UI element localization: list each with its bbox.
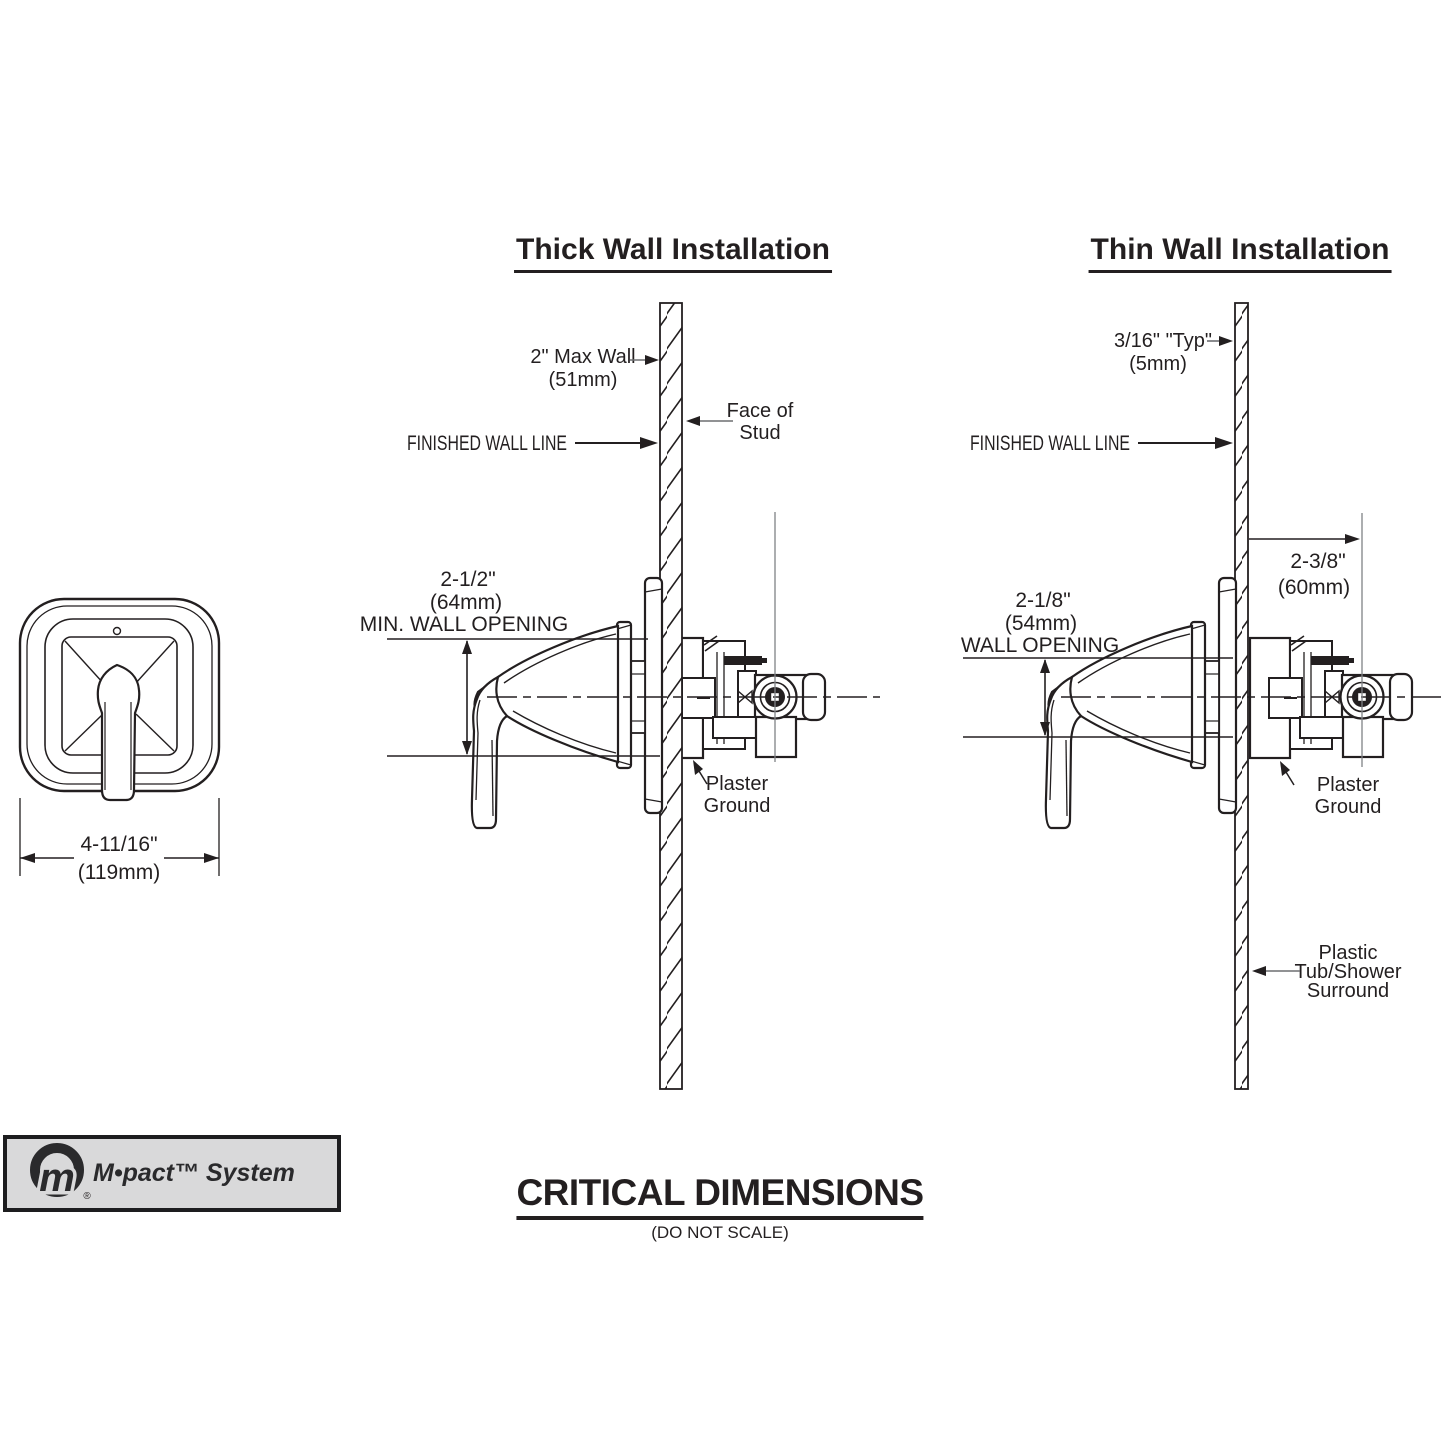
thin-wall-title: Thin Wall Installation	[1088, 233, 1392, 273]
front-dim-inches: 4-11/16"	[80, 833, 157, 856]
depth-dim-in: 2-3/8"	[1290, 550, 1345, 573]
max-wall-label-in: 2" Max Wall	[530, 346, 635, 368]
mpact-system-label: M•pact™ System	[93, 1159, 295, 1187]
moen-logo: m ®	[7, 1139, 93, 1208]
thick-wall-diagram: 2" Max Wall (51mm) Face of Stud FINISHED…	[360, 302, 880, 1090]
opening-dim-label: WALL OPENING	[961, 634, 1119, 657]
opening-dim-mm: (54mm)	[1005, 612, 1077, 635]
surround-arrow	[1252, 966, 1266, 976]
thin-wall-diagram: 3/16" "Typ" (5mm) FINISHED WALL LINE 2-3…	[961, 302, 1442, 1090]
opening-dim-in: 2-1/2"	[440, 568, 495, 591]
max-wall-label-mm: (51mm)	[549, 369, 618, 391]
finished-wall-line-arrow	[1215, 437, 1233, 449]
plaster-ground-label-1: Plaster	[706, 773, 769, 795]
surround-label-2: Tub/Shower	[1294, 961, 1401, 983]
indicator-dot	[112, 626, 122, 636]
front-view-trim	[18, 597, 221, 802]
face-of-stud-label-1: Face of	[727, 400, 794, 422]
facet-lines	[64, 640, 175, 752]
finished-wall-line-arrow	[640, 437, 658, 449]
surround-label-3: Surround	[1307, 980, 1389, 1002]
typ-label-mm: (5mm)	[1129, 353, 1187, 375]
thick-wall-title: Thick Wall Installation	[514, 233, 832, 273]
face-of-stud-arrow	[686, 416, 700, 426]
thick-wall-section	[659, 302, 683, 1090]
handle-front	[96, 663, 141, 802]
plaster-ground-arrow	[1280, 761, 1290, 776]
plaster-ground-label-2: Ground	[1315, 796, 1382, 818]
plaster-ground-label-2: Ground	[704, 795, 771, 817]
plaster-ground-label-1: Plaster	[1317, 774, 1380, 796]
opening-dim-mm: (64mm)	[430, 591, 502, 614]
front-dim-mm: (119mm)	[78, 861, 160, 884]
plaster-ground-arrow	[693, 760, 703, 775]
handle-front-detail	[104, 702, 132, 790]
do-not-scale-note: (DO NOT SCALE)	[651, 1223, 789, 1242]
moen-m-letter: m	[39, 1156, 75, 1200]
registered-mark: ®	[83, 1191, 91, 1202]
front-view-dimension	[19, 798, 220, 876]
depth-arrow	[1345, 534, 1360, 544]
opening-dim-label: MIN. WALL OPENING	[360, 613, 568, 636]
typ-arrow	[1219, 336, 1233, 346]
mpact-logo-box: m ® M•pact™ System	[3, 1135, 341, 1212]
typ-label-in: 3/16" "Typ"	[1114, 330, 1212, 352]
finished-wall-line-label: FINISHED WALL LINE	[970, 432, 1130, 455]
face-of-stud-label-2: Stud	[739, 422, 780, 444]
depth-dim-mm: (60mm)	[1278, 576, 1350, 599]
max-wall-arrow	[645, 355, 659, 365]
surround-label-1: Plastic	[1319, 942, 1378, 964]
opening-dim-in: 2-1/8"	[1015, 589, 1070, 612]
finished-wall-line-label: FINISHED WALL LINE	[407, 432, 567, 455]
critical-dimensions-title: CRITICAL DIMENSIONS	[516, 1172, 924, 1220]
sheet-title-block: CRITICAL DIMENSIONS (DO NOT SCALE)	[516, 1172, 924, 1243]
moen-m-icon: m ®	[30, 1143, 91, 1204]
